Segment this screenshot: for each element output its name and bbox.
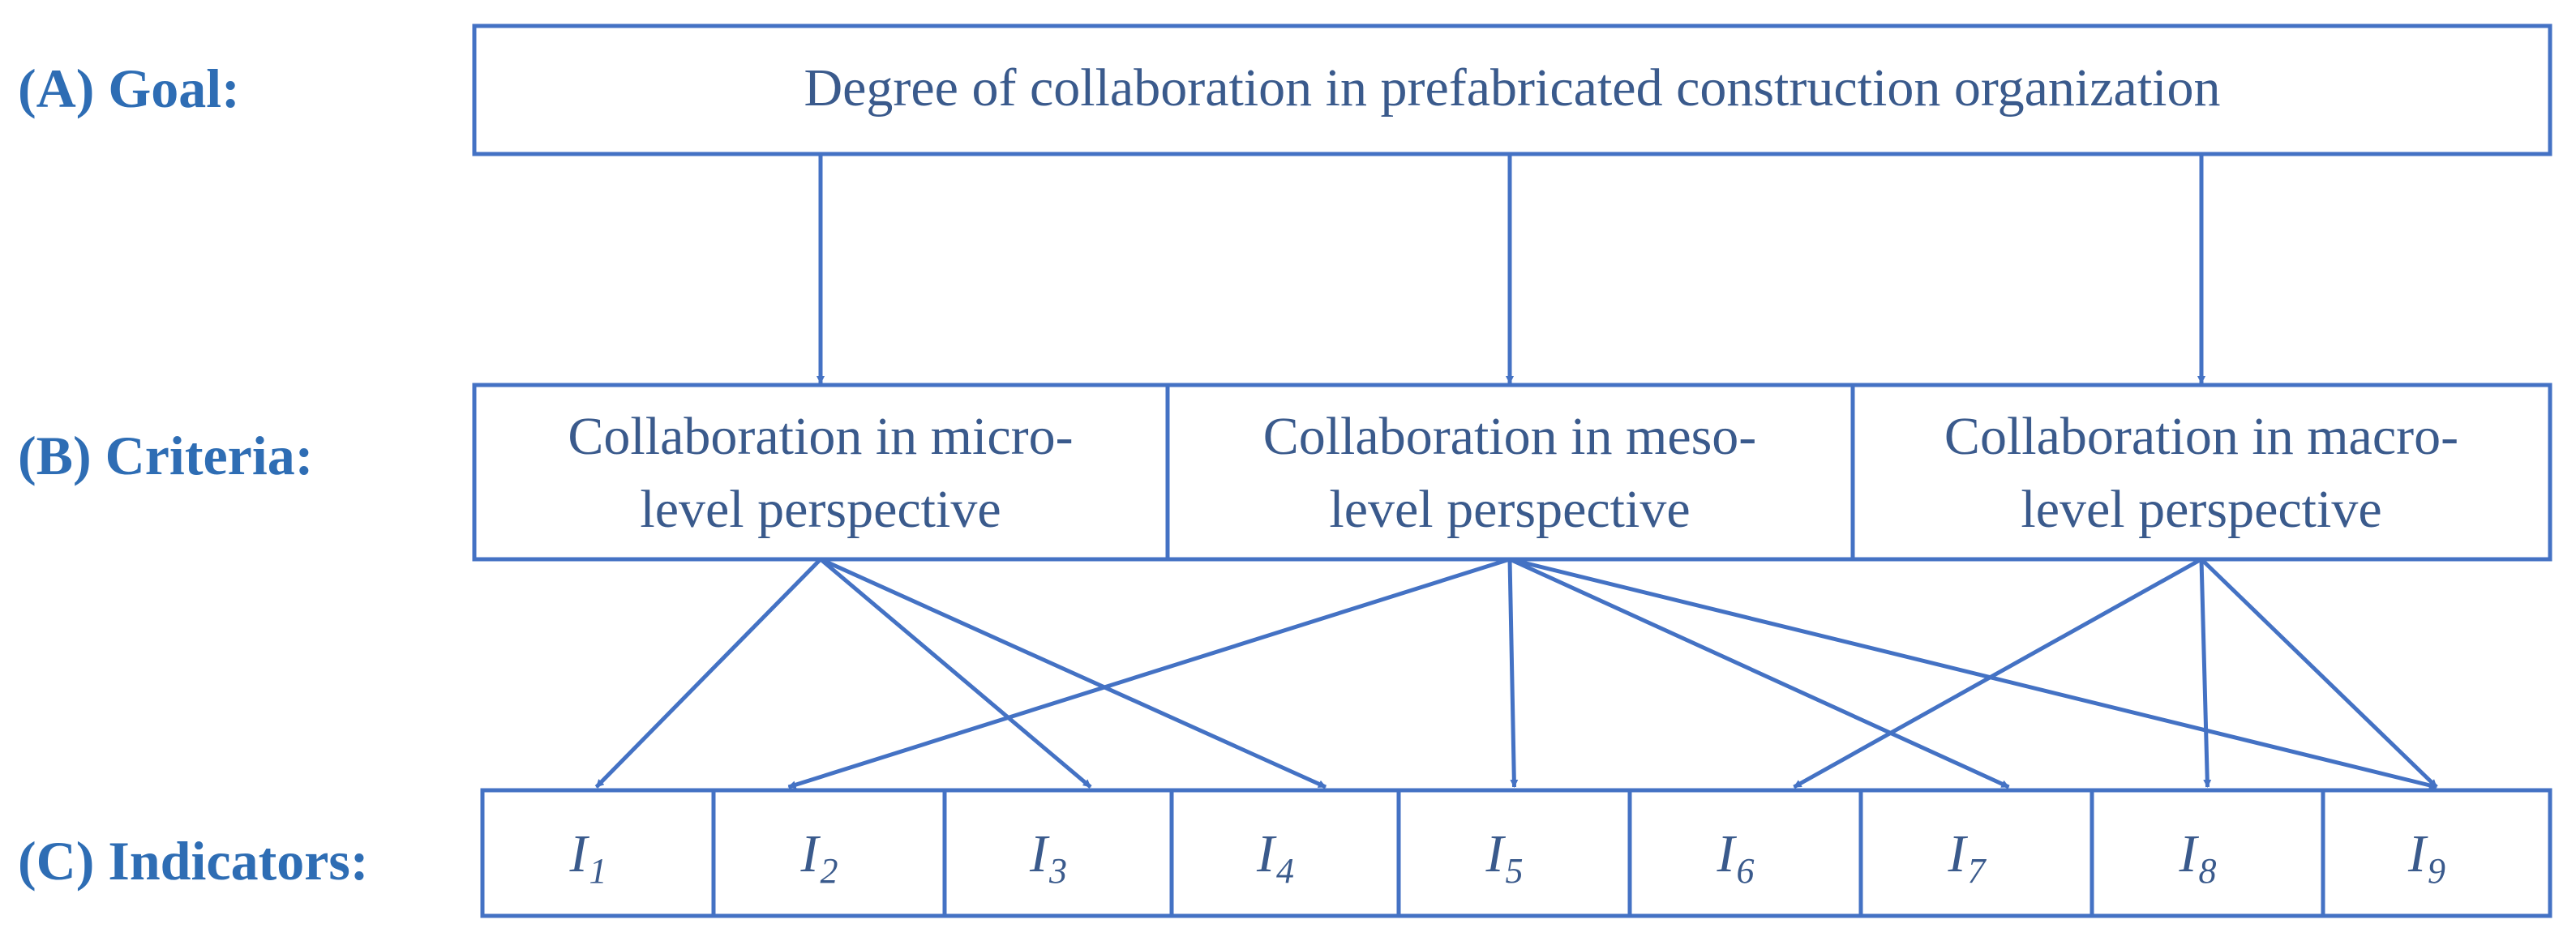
criteria-macro-line2: level perspective	[2021, 480, 2381, 539]
criteria-meso-line1: Collaboration in meso-	[1263, 407, 1757, 466]
indicator-label-5: I5	[1485, 824, 1524, 891]
goal-text: Degree of collaboration in prefabricated…	[804, 58, 2220, 118]
criteria-2-to-indicator-7-arrow	[1508, 557, 2010, 789]
indicator-box-1	[480, 788, 716, 918]
goal-level-label: (A) Goal:	[18, 58, 240, 119]
indicators-level-label: (C) Indicators:	[18, 830, 369, 892]
criteria-2-to-indicator-5-arrow	[1507, 558, 1519, 788]
indicator-subscript: 6	[1736, 851, 1754, 891]
criteria-row: Collaboration in micro- level perspectiv…	[472, 383, 2552, 562]
criteria-meso-line2: level perspective	[1329, 480, 1690, 539]
indicator-subscript: 2	[820, 851, 838, 891]
criteria-level-label: (B) Criteria:	[18, 425, 313, 486]
criteria-box-micro	[472, 383, 1170, 562]
indicator-label-2: I2	[800, 824, 838, 891]
indicator-subscript: 5	[1505, 851, 1523, 891]
criteria-1-to-indicator-3-arrow	[819, 558, 1092, 789]
indicator-symbol: I	[1029, 824, 1050, 883]
indicator-symbol: I	[1948, 824, 1969, 883]
indicator-subscript: 8	[2198, 851, 2216, 891]
criteria-1-to-indicator-1-arrow	[594, 558, 822, 789]
indicator-box-5	[1396, 788, 1632, 918]
indicator-symbol: I	[1256, 824, 1277, 883]
indicator-label-4: I4	[1256, 824, 1294, 891]
indicator-symbol: I	[569, 824, 590, 883]
indicator-symbol: I	[1717, 824, 1738, 883]
indicator-symbol: I	[1485, 824, 1507, 883]
criteria-3-to-indicator-9-arrow	[2200, 558, 2438, 789]
indicator-label-3: I3	[1029, 824, 1067, 891]
indicator-box-8	[2090, 788, 2325, 918]
goal-box	[472, 24, 2552, 156]
indicator-symbol: I	[2407, 824, 2428, 883]
indicator-box-4	[1169, 788, 1401, 918]
arrow-layer	[594, 154, 2438, 789]
indicator-label-6: I6	[1717, 824, 1755, 891]
criteria-3-to-indicator-6-arrow	[1793, 557, 2203, 789]
indicator-symbol: I	[800, 824, 821, 883]
indicator-label-9: I9	[2407, 824, 2445, 891]
criteria-2-to-indicator-2-arrow	[787, 557, 1511, 789]
indicator-label-1: I1	[569, 824, 607, 891]
criteria-box-macro	[1850, 383, 2552, 562]
indicator-label-7: I7	[1948, 824, 1987, 891]
criteria-box-meso	[1165, 383, 1855, 562]
criteria-3-to-indicator-8-arrow	[2199, 558, 2212, 788]
indicator-symbol: I	[2179, 824, 2200, 883]
indicator-subscript: 7	[1967, 851, 1987, 891]
indicator-box-2	[711, 788, 947, 918]
indicator-box-6	[1627, 788, 1863, 918]
indicator-label-8: I8	[2179, 824, 2217, 891]
indicator-box-9	[2321, 788, 2552, 918]
criteria-2-to-indicator-9-arrow	[1509, 557, 2437, 789]
indicator-subscript: 3	[1048, 851, 1067, 891]
indicator-subscript: 1	[589, 851, 606, 891]
criteria-micro-line2: level perspective	[640, 480, 1001, 539]
indicator-subscript: 4	[1276, 851, 1294, 891]
indicator-box-7	[1858, 788, 2094, 918]
criteria-macro-line1: Collaboration in macro-	[1944, 407, 2458, 466]
criteria-1-to-indicator-4-arrow	[819, 557, 1327, 789]
indicator-subscript: 9	[2428, 851, 2445, 891]
criteria-micro-line1: Collaboration in micro-	[568, 407, 1073, 466]
